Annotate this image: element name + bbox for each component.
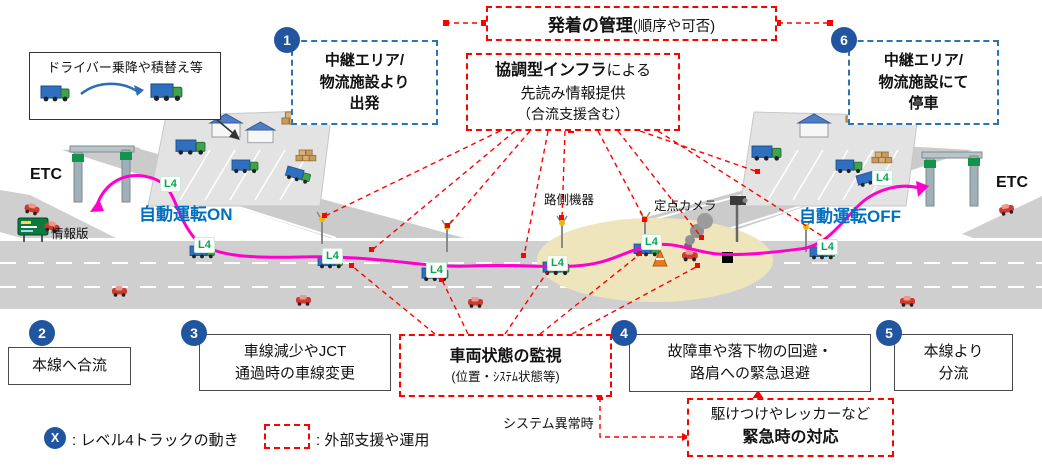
infra-line1-bold: 協調型インフラ [494,62,607,80]
step-6-badge: 6 [831,27,857,53]
step-6-line2: 物流施設にて [878,73,969,91]
step-6-box: 中継エリア/ 物流施設にて 停車 [848,40,999,125]
step-1-number: 1 [283,32,291,48]
logistics-area-left [147,109,333,207]
l4-badge: L4 [194,237,215,253]
step-1-line3: 出発 [349,95,380,113]
step-3-line2: 通過時の車線変更 [234,364,355,382]
main-highway [0,238,1042,312]
legend-x-label: : レベル4トラックの動き [72,432,239,449]
step-5-number: 5 [885,325,893,341]
step-2-badge: 2 [29,320,55,346]
step-3-line1: 車線減少やJCT [243,342,347,360]
step-5-box: 本線より 分流 [894,334,1013,391]
camera-icon [730,196,748,242]
departure-management-box: 発着の管理(順序や可否) [486,6,777,41]
l4-route-line [90,174,929,269]
step-3-box: 車線減少やJCT 通過時の車線変更 [199,334,391,391]
fixed-camera-label: 定点カメラ [654,199,717,213]
step-5-line2: 分流 [938,364,969,382]
driver-box-arrow [215,118,240,140]
driver-transfer-label: ドライバー乗降や積替え等 [47,60,203,75]
step-5-line1: 本線より [923,342,984,360]
infra-line2: 先読み情報提供 [520,84,626,102]
support-connectors [324,22,834,438]
fallen-object-icon [722,252,733,263]
l4-badge: L4 [322,248,343,264]
etc-label-left: ETC [30,166,62,183]
l4-badge: L4 [547,255,568,271]
step-6-line1: 中継エリア/ [883,51,964,69]
vehicle-monitoring-box: 車両状態の監視 (位置・ｼｽﾃﾑ状態等) [399,334,612,397]
infra-line3: （合流支援含む） [517,106,629,123]
departure-management-suffix: (順序や可否) [632,19,716,35]
emergency-response-box: 駆けつけやレッカーなど 緊急時の対応 [687,398,894,457]
auto-driving-off-label: 自動運転OFF [799,207,901,226]
legend-dashed-box-symbol [264,424,310,449]
incident-zone [537,218,773,302]
step-4-badge: 4 [611,320,637,346]
l4-badge: L4 [817,239,838,255]
step-3-number: 3 [190,325,198,341]
auto-driving-on-label: 自動運転ON [139,205,233,224]
step-1-line1: 中継エリア/ [324,51,405,69]
step-6-number: 6 [840,32,848,48]
legend-support-label: : 外部支援や運用 [316,432,430,449]
departure-management-title: 発着の管理 [547,16,633,35]
roadside-unit-label: 路側機器 [544,193,595,207]
step-3-badge: 3 [181,320,207,346]
driver-transfer-box: ドライバー乗降や積替え等 [29,52,221,120]
vehicle-monitoring-subtitle: (位置・ｼｽﾃﾑ状態等) [451,370,560,385]
legend-x-symbol: X [44,427,66,449]
l4-badge: L4 [160,176,181,192]
l4-badge: L4 [641,234,662,250]
step-4-line1: 故障車や落下物の回避・ [667,343,833,361]
step-6-line3: 停車 [908,95,939,113]
step-4-box: 故障車や落下物の回避・ 路肩への緊急退避 [629,334,871,392]
info-board-label: 情報版 [51,227,89,241]
l4-badge: L4 [872,170,893,186]
step-1-line2: 物流施設より [319,73,410,91]
step-1-box: 中継エリア/ 物流施設より 出発 [291,40,438,125]
system-failure-label: システム異常時 [503,416,594,431]
driver-transfer-illustration [40,82,183,102]
step-2-line1: 本線へ合流 [31,357,107,375]
step-2-number: 2 [38,325,46,341]
emergency-line1: 駆けつけやレッカーなど [710,407,871,424]
legend-x-text: X [50,431,60,445]
traffic-cone-icon [652,248,668,267]
etc-label-right: ETC [996,174,1028,191]
step-5-badge: 5 [876,320,902,346]
step-1-badge: 1 [274,27,300,53]
emergency-line2: 緊急時の対応 [742,429,839,447]
infra-line1-rest: による [606,62,652,80]
info-board-icon [17,217,49,242]
vehicle-monitoring-title: 車両状態の監視 [449,347,562,365]
step-2-box: 本線へ合流 [8,347,131,385]
etc-gate-right-icon [921,151,983,207]
l4-badge: L4 [426,262,447,278]
cooperative-infra-box: 協調型インフラによる 先読み情報提供 （合流支援含む） [466,53,680,131]
step-4-number: 4 [620,325,628,341]
step-4-line2: 路肩への緊急退避 [689,365,810,382]
